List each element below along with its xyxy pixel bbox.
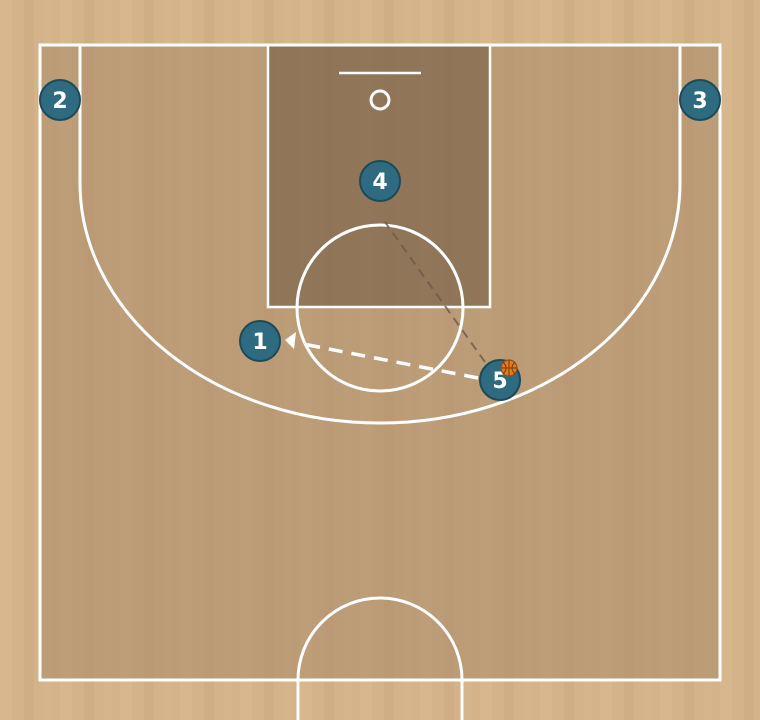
player-marker (239, 320, 281, 362)
player-marker (679, 79, 721, 121)
player-4[interactable]: 4 (359, 160, 401, 202)
player-3[interactable]: 3 (679, 79, 721, 121)
player-1[interactable]: 1 (239, 320, 281, 362)
basketball-icon (500, 359, 518, 377)
player-marker (39, 79, 81, 121)
lane-lines (266, 43, 492, 309)
player-label: 3 (692, 89, 707, 114)
player-2[interactable]: 2 (39, 79, 81, 121)
player-label: 5 (492, 369, 507, 394)
hoop (369, 89, 391, 111)
cut-path-5-to-4 (384, 221, 486, 363)
player-label: 4 (372, 170, 387, 195)
three-point-line (78, 45, 682, 425)
arrowhead-icon (285, 332, 296, 349)
pass-path-5-to-1 (297, 341, 479, 380)
player-label: 1 (252, 330, 267, 355)
free-throw-circle (295, 223, 465, 393)
center-circle (296, 596, 464, 720)
player-marker (359, 160, 401, 202)
player-label: 2 (52, 89, 67, 114)
court-lines (38, 43, 722, 720)
